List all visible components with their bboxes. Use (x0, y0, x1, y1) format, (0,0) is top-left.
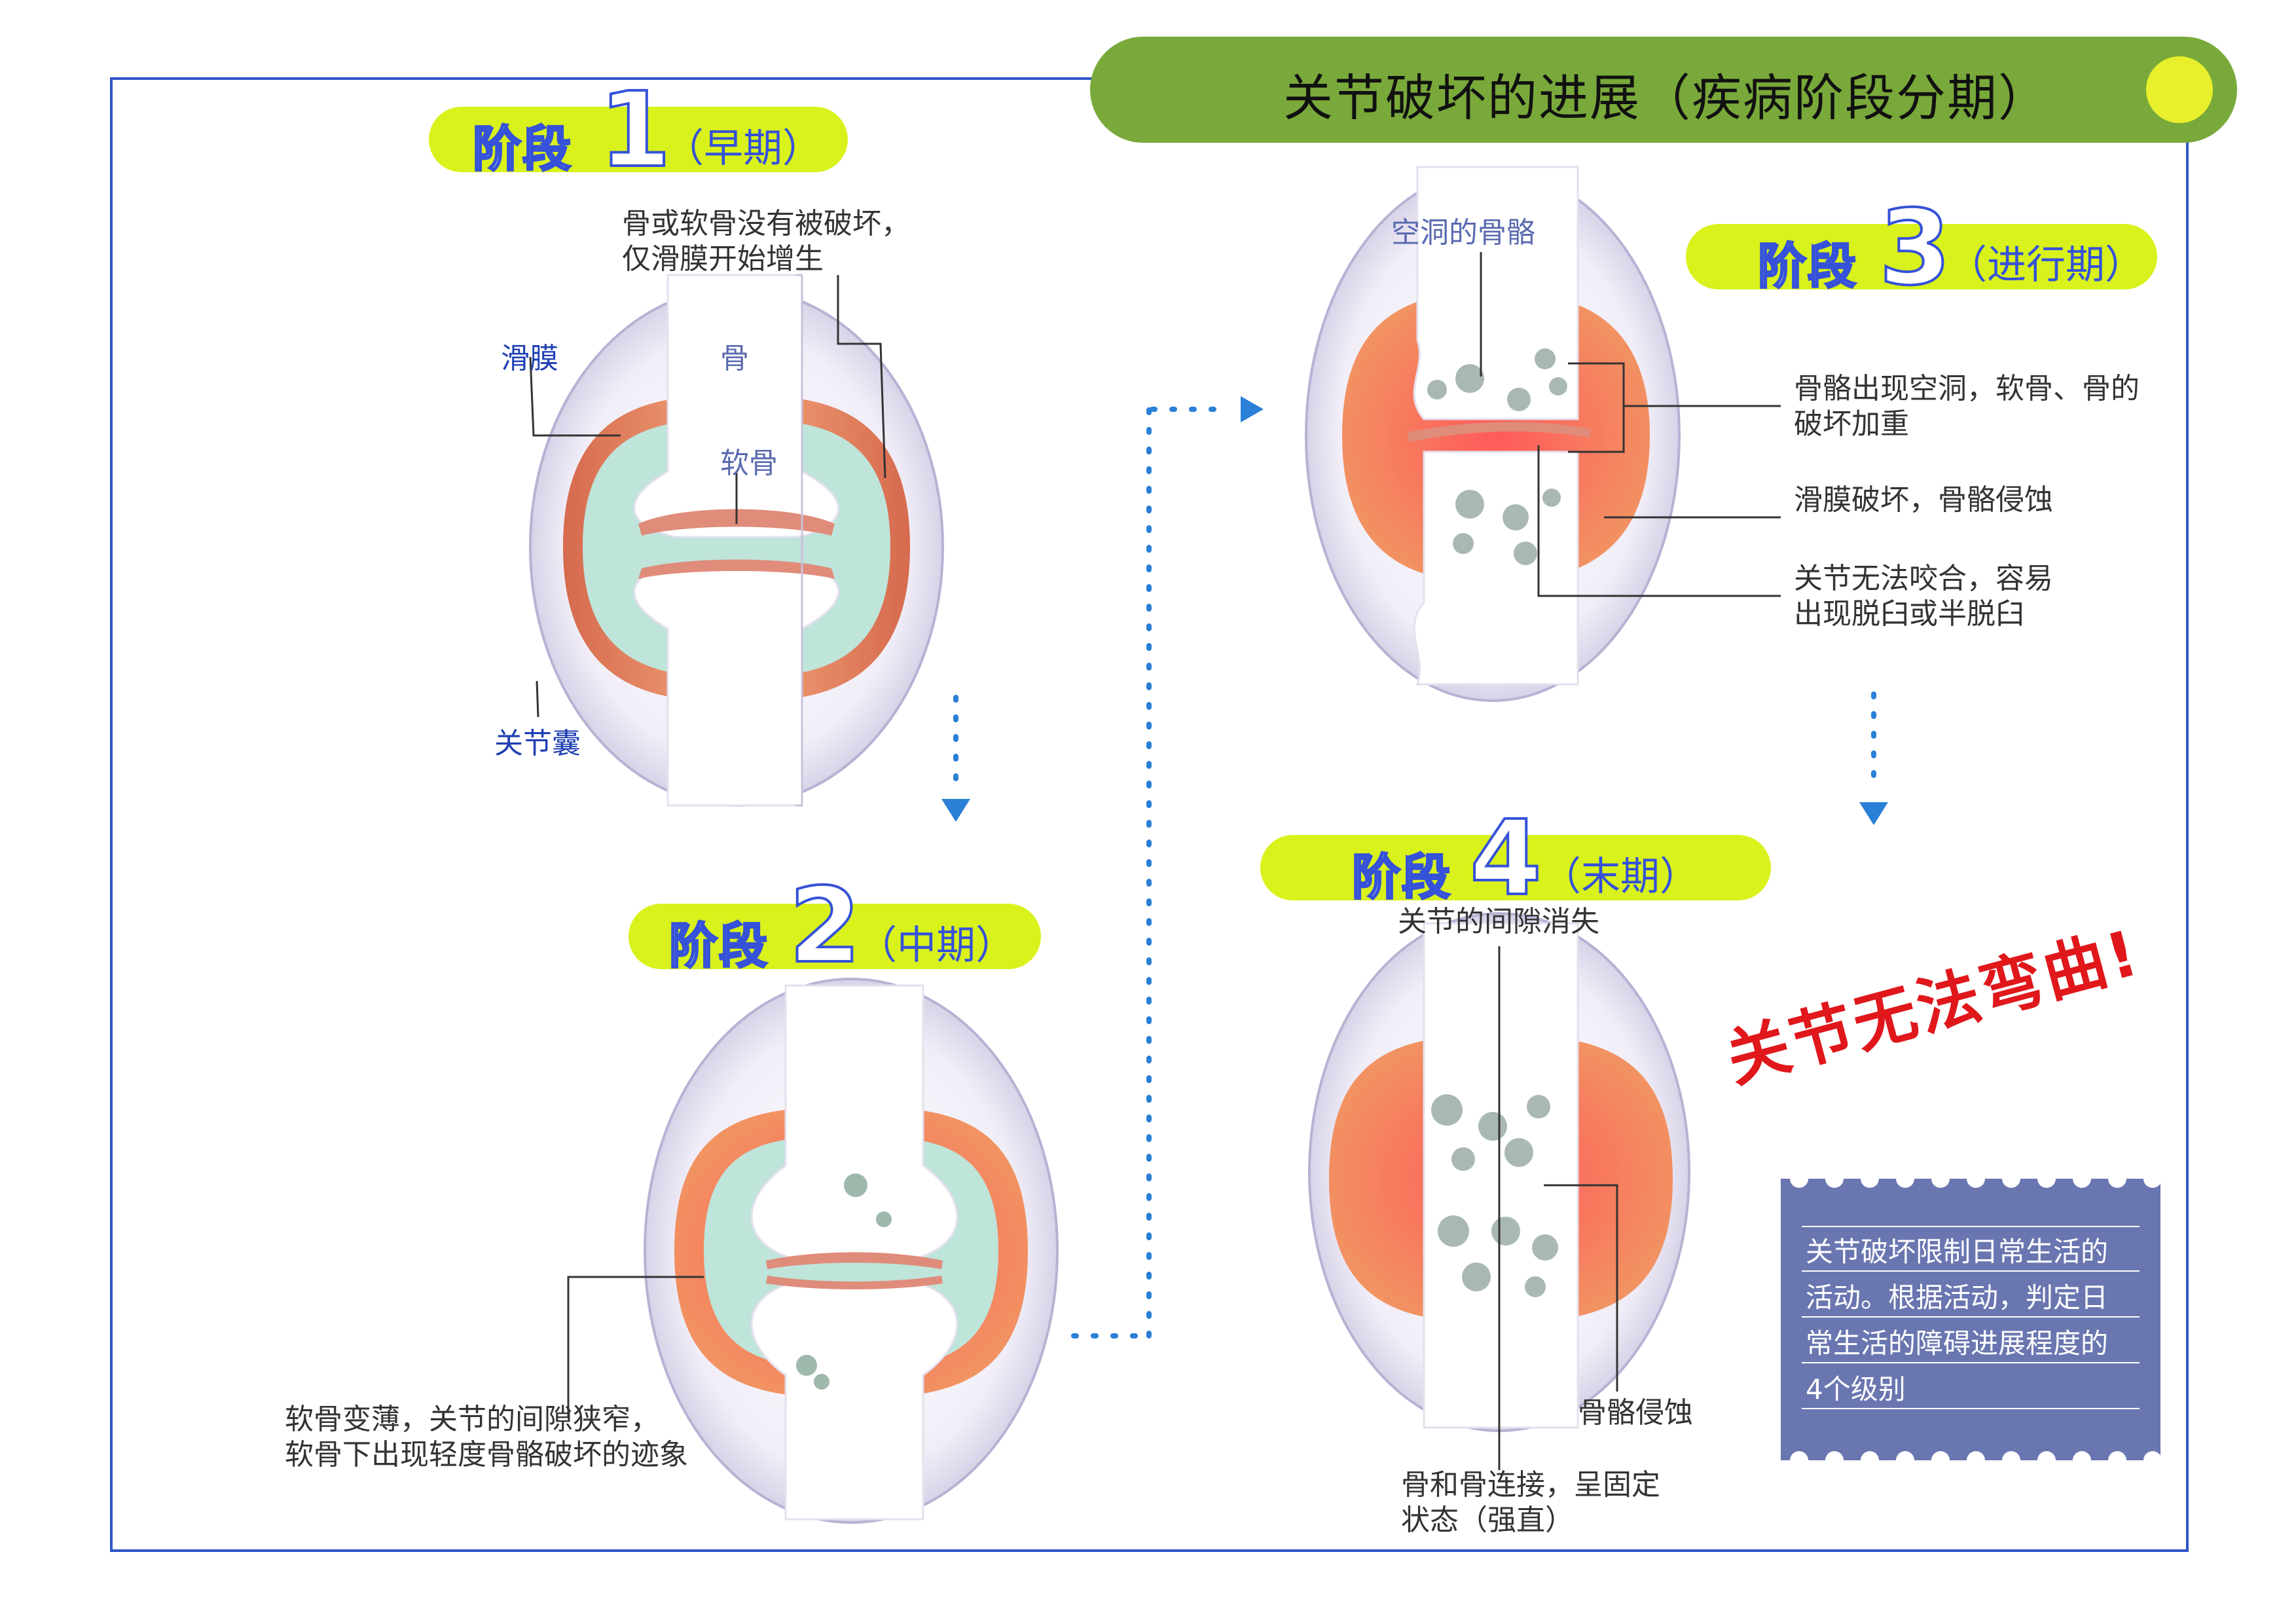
stage-4-gap-label: 关节的间隙消失 (1398, 905, 1599, 938)
label-bone-text: 骨 (720, 342, 749, 375)
note-box-rule (1802, 1226, 2140, 1227)
stage-1-note-line-1: 骨或软骨没有被破坏， (622, 207, 910, 240)
note-box-line-4: 4个级别 (1806, 1373, 1906, 1405)
note-box-line-2: 活动。根据活动，判定日 (1806, 1282, 2109, 1314)
stage-1-pill (429, 107, 848, 172)
note-box-rule (1802, 1270, 2140, 1272)
stage-4-sub: （末期） (1542, 854, 1699, 900)
stage-1-sub: （早期） (665, 126, 822, 172)
stage-2-sub: （中期） (858, 923, 1015, 969)
stage-4-erosion-label: 骨骼侵蚀 (1578, 1396, 1693, 1430)
stage-2-note-line-2: 软骨下出现轻度骨骼破坏的迹象 (285, 1438, 688, 1471)
stage-4-note-line-1: 骨和骨连接，呈固定 (1401, 1468, 1660, 1502)
stage-3-note-a-line-1: 骨骼出现空洞，软骨、骨的 (1794, 372, 2140, 405)
flow-arrows (941, 396, 1888, 1338)
note-box-rule (1802, 1362, 2140, 1363)
label-joint-capsule: 关节囊 (494, 727, 581, 760)
label-cartilage-text: 软骨 (720, 447, 778, 480)
stage-3-pill (1686, 224, 2157, 289)
stage-3-note-c-line-2: 出现脱臼或半脱臼 (1794, 597, 2024, 631)
stage-3-number: 3 (1878, 188, 1952, 308)
title-bar (1090, 37, 2237, 143)
stage-4-number: 4 (1468, 798, 1543, 919)
stage-3-word: 阶段 (1757, 238, 1857, 296)
stage-2-pill (629, 904, 1041, 969)
stage-4-note-line-2: 状态（强直） (1401, 1504, 1574, 1537)
stage-2-note-line-1: 软骨变薄，关节的间隙狭窄， (285, 1403, 659, 1436)
label-hollow-bone-text: 空洞的骨骼 (1391, 216, 1535, 249)
note-box-line-3: 常生活的障碍进展程度的 (1806, 1327, 2109, 1359)
stage-3-note-a-line-2: 破坏加重 (1794, 407, 1909, 441)
stage-1-note-line-2: 仅滑膜开始增生 (622, 242, 824, 276)
stage-3-note-c-line-1: 关节无法咬合，容易 (1794, 562, 2053, 595)
stage-1-number: 1 (598, 70, 672, 191)
label-synovium: 滑膜 (501, 342, 558, 375)
note-box-line-1: 关节破坏限制日常生活的 (1806, 1236, 2109, 1268)
note-box: 关节破坏限制日常生活的 活动。根据活动，判定日 常生活的障碍进展程度的 4个级别 (1781, 1179, 2160, 1460)
title-dot-icon (2146, 56, 2213, 123)
stage-1-joint (529, 274, 944, 807)
stage-3-note-b: 滑膜破坏，骨骼侵蚀 (1794, 483, 2053, 517)
stage-1-word: 阶段 (472, 120, 572, 179)
stage-2-joint (644, 978, 1059, 1524)
page-title: 关节破坏的进展（疾病阶段分期） (1283, 69, 2049, 127)
stage-4-pill (1260, 835, 1771, 900)
note-box-rule (1802, 1408, 2140, 1409)
note-box-rule (1802, 1316, 2140, 1318)
stage-4-word: 阶段 (1351, 849, 1451, 907)
note-box-scallops (1790, 1179, 2160, 1460)
stage-2-number: 2 (788, 866, 862, 986)
stage-2-word: 阶段 (668, 917, 769, 976)
stage-3-sub: （进行期） (1948, 242, 2144, 288)
